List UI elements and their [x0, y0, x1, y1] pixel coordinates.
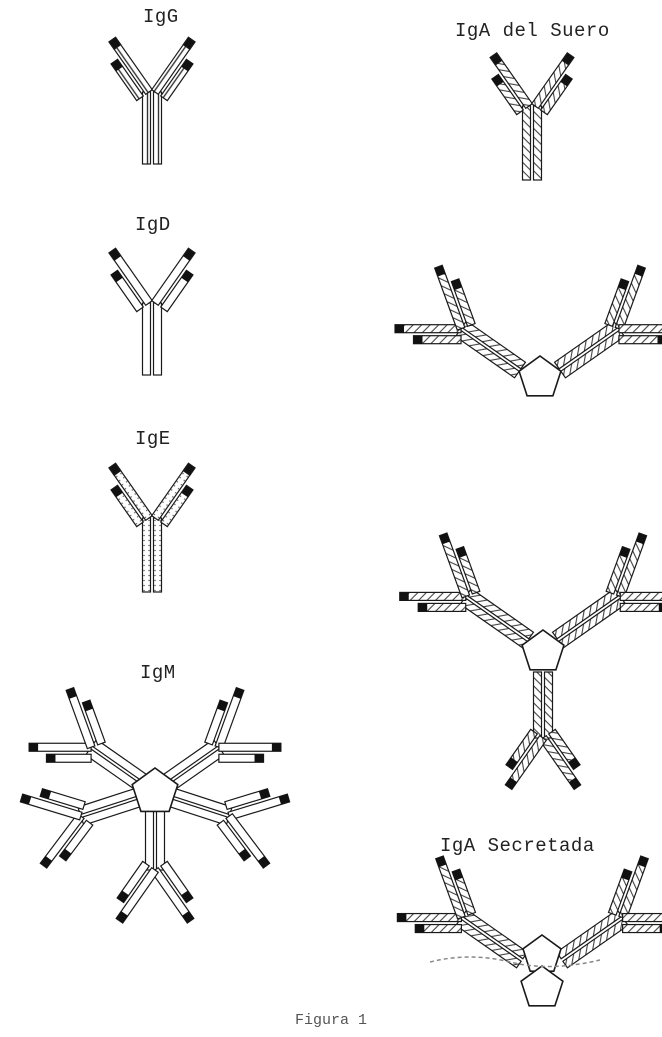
variable-tip [46, 754, 55, 762]
ige-molecule [109, 463, 195, 592]
chain-strip [415, 925, 461, 933]
chain-strip [534, 106, 542, 180]
chain-body [400, 592, 466, 600]
chain-body [619, 336, 662, 344]
chain-body [620, 592, 662, 600]
igd-molecule [109, 248, 195, 375]
variable-tip [272, 743, 281, 751]
chain-strip [154, 518, 162, 592]
chain-body [219, 743, 281, 751]
chain-strip [29, 743, 91, 751]
variable-tip [418, 603, 427, 611]
chain-strip [619, 336, 662, 344]
chain-body [620, 603, 662, 611]
iga-secreted-label: IgA Secretada [440, 835, 595, 857]
variable-tip [395, 325, 404, 333]
variable-tip [29, 743, 38, 751]
chain-strip [395, 325, 461, 333]
chain-strip [623, 914, 662, 922]
chain-strip [534, 672, 542, 738]
variable-tip [415, 925, 424, 933]
chain-body [143, 518, 151, 592]
chain-body [154, 518, 162, 592]
chain-body [395, 325, 461, 333]
chain-strip [418, 603, 466, 611]
chain-body [154, 92, 162, 164]
chain-body [143, 92, 151, 164]
ige-label: IgE [135, 428, 171, 450]
chain-body [523, 106, 531, 180]
chain-strip [143, 92, 151, 164]
chain-strip [545, 672, 553, 738]
chain-body [623, 925, 662, 933]
iga-secretory-molecule [397, 856, 662, 1006]
variable-tip [400, 592, 409, 600]
chain-strip [414, 336, 462, 344]
igg-molecule [109, 37, 195, 164]
igm-pentamer-molecule [20, 688, 289, 923]
figure-caption: Figura 1 [295, 1012, 367, 1029]
chain-strip [143, 303, 151, 375]
chain-body [397, 914, 461, 922]
chain-body [619, 325, 662, 333]
chain-strip [219, 743, 281, 751]
chain-strip [620, 603, 662, 611]
iga-serum-label: IgA del Suero [455, 20, 610, 42]
chain-strip [623, 925, 662, 933]
igm-label: IgM [140, 662, 176, 684]
chain-body [545, 672, 553, 738]
iga-dimer-molecule [395, 265, 662, 395]
variable-tip [397, 914, 406, 922]
chain-strip [397, 914, 461, 922]
chain-strip [154, 92, 162, 164]
chain-strip [523, 106, 531, 180]
variable-tip [657, 336, 662, 344]
variable-tip [255, 754, 264, 762]
iga-serum-molecule [490, 53, 574, 180]
chain-strip [154, 303, 162, 375]
chain-strip [400, 592, 466, 600]
variable-tip [414, 336, 423, 344]
igg-label: IgG [143, 6, 179, 28]
chain-body [534, 106, 542, 180]
iga-trimer-molecule [400, 533, 662, 789]
chain-body [534, 672, 542, 738]
chain-strip [619, 325, 662, 333]
chain-strip [143, 518, 151, 592]
chain-body [29, 743, 91, 751]
chain-strip [46, 754, 91, 762]
chain-body [154, 303, 162, 375]
chain-strip [219, 754, 264, 762]
chain-body [143, 303, 151, 375]
chain-strip [620, 592, 662, 600]
chain-body [623, 914, 662, 922]
igd-label: IgD [135, 214, 171, 236]
j-chain-pentagon [521, 966, 563, 1006]
